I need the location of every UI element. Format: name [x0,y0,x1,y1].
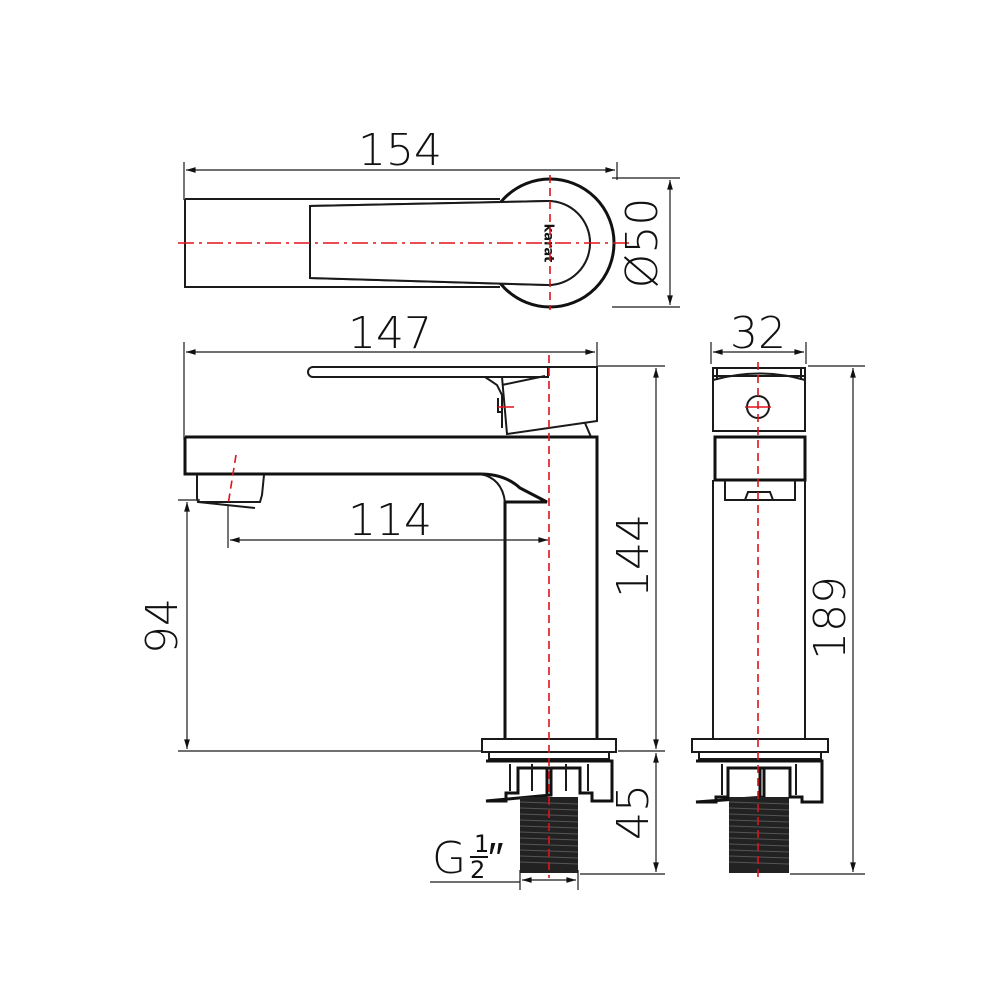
svg-text:2: 2 [470,856,485,884]
aerator [196,474,265,503]
dim-label-189: 189 [805,576,856,660]
dim-label-147: 147 [348,308,432,359]
top-view: karat [178,162,680,310]
dim-label-94: 94 [137,598,188,654]
dim-label-diameter-50: Ø50 [617,198,668,289]
dim-label-32: 32 [730,308,786,359]
mounting-nut-side [695,759,824,804]
mounting-nut-front [485,759,614,803]
dim-label-114: 114 [348,495,432,546]
dim-label-154: 154 [358,125,442,176]
dim-label-45: 45 [608,784,659,840]
spout-body-front [183,435,599,740]
handle-cap-side [712,367,806,432]
svg-text:″: ″ [488,833,504,884]
svg-text:G: G [432,833,466,884]
thread-spec-label: G 1 2 ″ [432,830,504,884]
side-view [691,342,865,878]
lever-front [307,366,549,378]
svg-text:1: 1 [474,830,489,858]
front-view [178,342,665,890]
spout-outline-top [184,198,500,288]
dim-label-144: 144 [608,514,659,598]
